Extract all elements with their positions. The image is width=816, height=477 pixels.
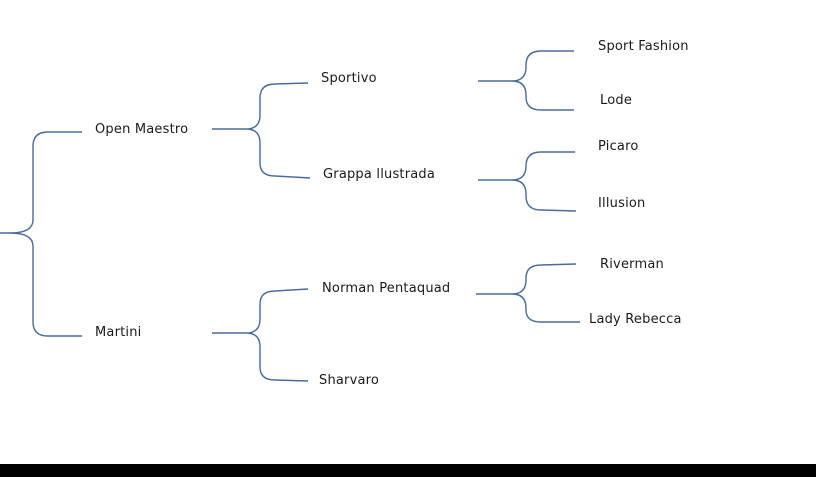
- sportivo-connector: [478, 50, 574, 111]
- norman-connector: [476, 263, 580, 323]
- node-lady-rebecca: Lady Rebecca: [589, 312, 682, 327]
- node-picaro: Picaro: [598, 139, 639, 154]
- node-riverman: Riverman: [600, 257, 664, 272]
- node-sportivo: Sportivo: [321, 71, 377, 86]
- open-maestro-connector: [212, 82, 311, 179]
- root-connector: [0, 131, 82, 337]
- node-illusion: Illusion: [598, 196, 646, 211]
- bottom-black-bar: [0, 464, 816, 477]
- grappa-connector: [478, 151, 577, 212]
- martini-connector: [212, 288, 309, 382]
- node-martini: Martini: [95, 325, 142, 340]
- node-lode: Lode: [600, 93, 633, 108]
- node-sport-fashion: Sport Fashion: [598, 39, 689, 54]
- node-sharvaro: Sharvaro: [319, 373, 380, 388]
- node-grappa-llustrada: Grappa llustrada: [323, 167, 436, 182]
- node-norman-pentaquad: Norman Pentaquad: [322, 281, 451, 296]
- node-open-maestro: Open Maestro: [95, 122, 189, 137]
